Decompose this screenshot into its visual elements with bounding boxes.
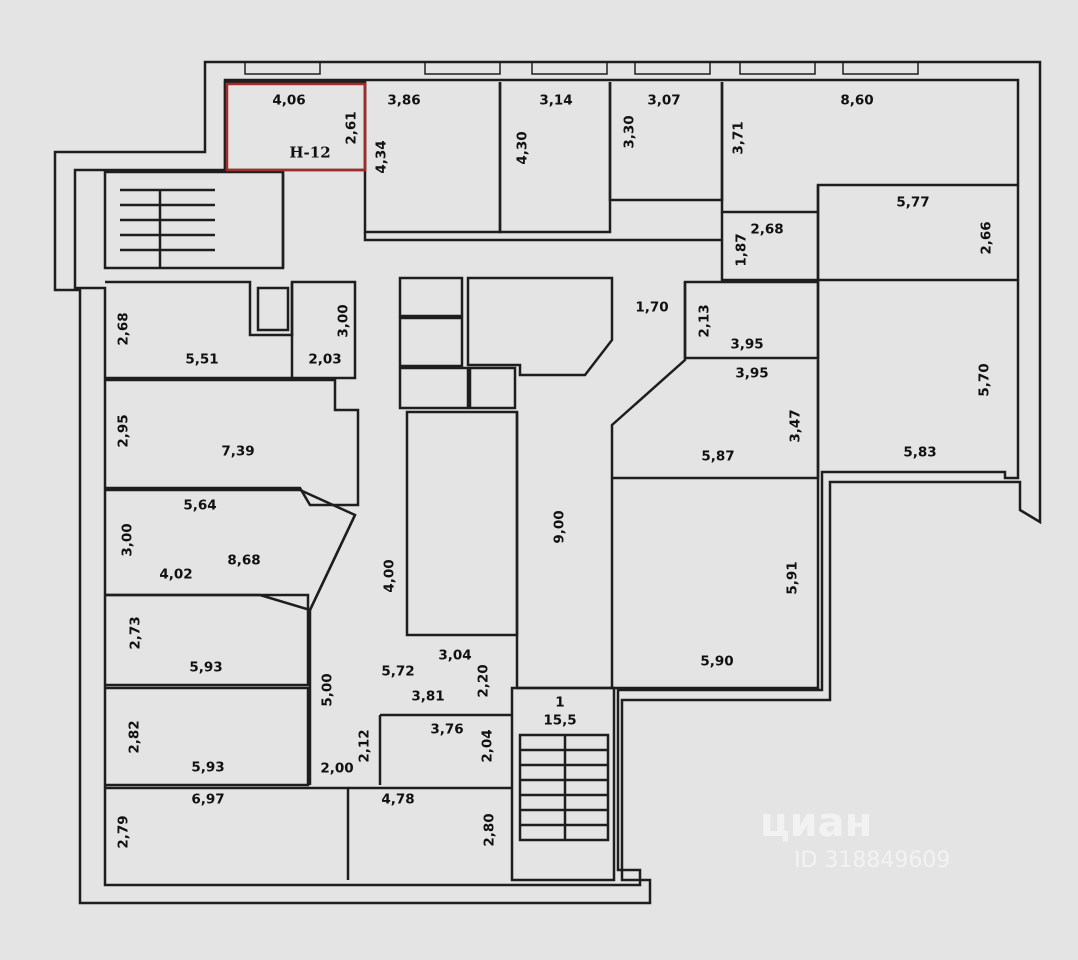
room-dim-label: 2,03 xyxy=(308,351,342,368)
room-dim-label: 2,79 xyxy=(115,815,132,849)
room-dim-label: 3,07 xyxy=(647,92,681,109)
room-dim-label: 2,66 xyxy=(978,221,995,255)
room-dim-label: 4,30 xyxy=(514,131,531,165)
stair-number-label: 1 xyxy=(555,694,565,711)
room-dim-label: 3,76 xyxy=(430,721,464,738)
highlighted-unit-outline xyxy=(225,82,367,172)
room-dim-label: 2,68 xyxy=(115,312,132,346)
room-dim-label: 2,12 xyxy=(356,729,373,763)
room-dim-label: 5,70 xyxy=(976,363,993,397)
room-dim-label: 3,14 xyxy=(539,92,573,109)
watermark-logo: циан xyxy=(760,800,873,846)
room-dim-label: 6,97 xyxy=(191,791,225,808)
room-dim-label: 3,04 xyxy=(438,647,472,664)
room-dim-label: 9,00 xyxy=(551,510,568,544)
room-dim-label: 2,00 xyxy=(320,760,354,777)
room-dim-label: 5,64 xyxy=(183,497,217,514)
outer-wall-inner xyxy=(73,78,1020,887)
outer-wall xyxy=(53,60,1042,905)
room-dim-label: 2,82 xyxy=(126,720,143,754)
room-dim-label: 5,00 xyxy=(319,673,336,707)
room-dim-label: 5,93 xyxy=(189,659,223,676)
room-dim-label: 5,87 xyxy=(701,448,735,465)
room-dim-label: 8,60 xyxy=(840,92,874,109)
watermark-id: ID 318849609 xyxy=(794,848,951,873)
room-dim-label: 2,95 xyxy=(115,414,132,448)
room-dim-label: 5,93 xyxy=(191,759,225,776)
room-dim-label: 8,68 xyxy=(227,552,261,569)
room-dim-label: 5,72 xyxy=(381,663,415,680)
room-dim-label: 4,78 xyxy=(381,791,415,808)
room-dim-label: 7,39 xyxy=(221,443,255,460)
unit-depth-label: 2,61 xyxy=(343,111,360,145)
room-dim-label: 2,20 xyxy=(475,664,492,698)
stair-area-label: 15,5 xyxy=(543,712,577,729)
room-dim-label: 3,30 xyxy=(621,115,638,149)
room-dim-label: 5,90 xyxy=(700,653,734,670)
room-dim-label: 1,87 xyxy=(733,233,750,267)
room-dim-label: 3,95 xyxy=(730,336,764,353)
room-dim-label: 5,91 xyxy=(784,561,801,595)
room-dim-label: 2,04 xyxy=(479,729,496,763)
room-dim-label: 3,71 xyxy=(730,121,747,155)
room-dim-label: 4,02 xyxy=(159,566,193,583)
room-dim-label: 5,51 xyxy=(185,351,219,368)
room-dim-label: 3,95 xyxy=(735,365,769,382)
room-dim-label: 2,13 xyxy=(696,304,713,338)
room-dim-label: 2,68 xyxy=(750,221,784,238)
room-dim-label: 4,34 xyxy=(373,140,390,174)
room-dim-label: 3,00 xyxy=(119,523,136,557)
unit-width-label: 4,06 xyxy=(272,92,306,109)
room-dim-label: 3,81 xyxy=(411,688,445,705)
room-dim-label: 5,77 xyxy=(896,194,930,211)
room-dim-label: 3,86 xyxy=(387,92,421,109)
room-dim-label: 3,47 xyxy=(787,409,804,443)
room-dim-label: 4,00 xyxy=(381,559,398,593)
room-dim-label: 2,73 xyxy=(127,616,144,650)
room-dim-label: 5,83 xyxy=(903,444,937,461)
room-dim-label: 1,70 xyxy=(635,299,669,316)
unit-id-label: Н-12 xyxy=(289,143,331,162)
room-dim-label: 3,00 xyxy=(335,304,352,338)
room-dim-label: 2,80 xyxy=(481,813,498,847)
